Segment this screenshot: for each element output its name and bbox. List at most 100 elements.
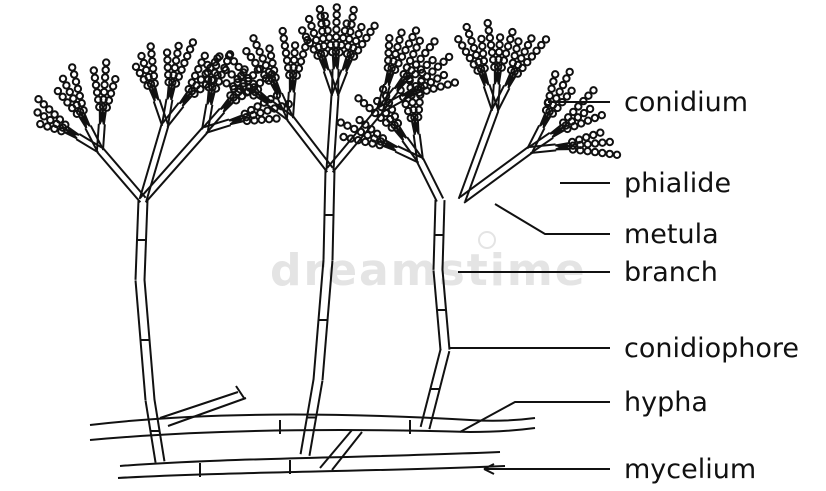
conidium <box>563 75 569 81</box>
conidium <box>313 37 319 43</box>
conidium <box>394 44 400 50</box>
label-conidium: conidium <box>624 87 748 118</box>
conidium <box>529 53 535 59</box>
conidium <box>67 89 73 95</box>
conidium <box>607 139 613 145</box>
branch <box>465 111 498 201</box>
conidium <box>487 35 493 41</box>
conidium <box>513 46 519 52</box>
conidium <box>334 12 340 18</box>
conidium <box>236 64 242 70</box>
conidium <box>400 94 406 100</box>
conidium <box>389 106 395 112</box>
conidium <box>326 34 332 40</box>
conidium <box>334 4 340 10</box>
conidium <box>488 42 494 48</box>
conidium <box>592 149 598 155</box>
conidium <box>148 43 154 49</box>
conidium <box>445 81 451 87</box>
conidium <box>75 86 81 92</box>
conidium <box>358 129 364 135</box>
conidium <box>71 71 77 77</box>
conidium <box>429 57 435 63</box>
conidium <box>106 97 112 103</box>
conidium <box>524 59 530 65</box>
conidium <box>503 50 509 56</box>
metula-leader-line <box>495 204 610 234</box>
conidium <box>283 50 289 56</box>
conidium <box>165 64 171 70</box>
conidium <box>55 88 61 94</box>
hypha-leader-line <box>460 402 610 432</box>
conidium <box>296 65 302 71</box>
hypha-connector-a <box>320 430 352 468</box>
label-conidiophore: conidiophore <box>624 333 799 364</box>
conidium <box>348 21 354 27</box>
conidium <box>257 49 263 55</box>
conidium <box>190 39 196 45</box>
conidium <box>406 41 412 47</box>
conidium <box>440 59 446 65</box>
label-mycelium: mycelium <box>624 454 756 485</box>
conidium <box>466 31 472 37</box>
conidium <box>392 51 398 57</box>
label-phialide: phialide <box>624 168 731 199</box>
conidium <box>464 24 470 30</box>
conidiophore-stipe <box>421 349 441 427</box>
conidium <box>422 50 428 56</box>
conidium <box>112 76 118 82</box>
conidium <box>533 48 539 54</box>
conidium <box>349 14 355 20</box>
conidium <box>46 106 52 112</box>
conidium <box>173 57 179 63</box>
conidium <box>103 59 109 65</box>
penicilli-group <box>34 4 620 463</box>
conidium <box>575 103 581 109</box>
conidium <box>486 27 492 33</box>
conidium <box>292 42 298 48</box>
conidium <box>184 53 190 59</box>
conidium <box>578 120 584 126</box>
conidium <box>398 30 404 36</box>
conidium <box>355 47 361 53</box>
conidium <box>489 49 495 55</box>
conidium <box>250 35 256 41</box>
conidium <box>607 151 613 157</box>
conidium <box>269 60 275 66</box>
conidium <box>496 42 502 48</box>
conidium <box>344 123 350 129</box>
conidium <box>311 30 317 36</box>
conidium <box>473 52 479 58</box>
conidium <box>446 54 452 60</box>
conidium <box>590 87 596 93</box>
conidium <box>371 23 377 29</box>
conidium <box>223 80 229 86</box>
conidium <box>101 89 107 95</box>
conidium <box>372 110 378 116</box>
conidium <box>355 95 361 101</box>
conidium <box>358 24 364 30</box>
conidium <box>356 31 362 37</box>
conidium <box>528 35 534 41</box>
conidium <box>564 93 570 99</box>
conidium <box>409 99 415 105</box>
conidium <box>417 38 423 44</box>
branch <box>103 148 146 198</box>
conidium <box>395 60 401 66</box>
branch <box>460 147 528 197</box>
conidium <box>374 131 380 137</box>
conidium <box>599 112 605 118</box>
conidium <box>178 67 184 73</box>
conidium <box>479 43 485 49</box>
branch <box>97 152 140 202</box>
conidium <box>427 44 433 50</box>
penicillus-3 <box>338 20 621 429</box>
conidium <box>284 57 290 63</box>
conidium <box>410 51 416 57</box>
conidium <box>172 65 178 71</box>
conidium <box>522 49 528 55</box>
conidium <box>226 53 232 59</box>
conidium <box>41 113 47 119</box>
conidium <box>480 50 486 56</box>
